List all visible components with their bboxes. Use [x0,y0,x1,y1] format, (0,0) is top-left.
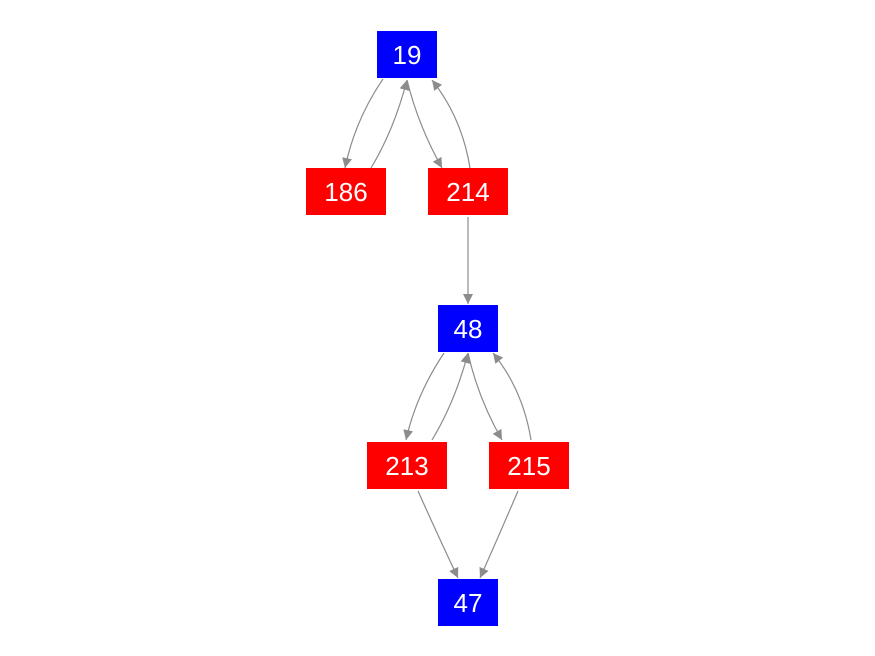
node-48-label: 48 [454,314,483,344]
edge-214-to-19 [431,79,471,169]
node-215-box [489,442,569,489]
node-47-box [438,579,498,626]
node-186-box [306,168,386,215]
node-19-box [377,31,437,78]
node-48: 48 [438,305,498,352]
edge-213-to-47 [417,490,459,579]
node-214-label: 214 [446,177,489,207]
node-213: 213 [367,442,447,489]
node-47-label: 47 [454,588,483,618]
edge-215-to-47 [479,490,519,579]
edge-215-to-48 [492,352,532,441]
node-186: 186 [306,168,386,215]
node-214: 214 [428,168,508,215]
node-19-label: 19 [393,40,422,70]
node-48-box [438,305,498,352]
edge-19-to-214 [406,79,443,169]
edge-186-to-19 [370,79,410,169]
edge-48-to-215 [467,352,503,441]
node-215: 215 [489,442,569,489]
node-186-label: 186 [324,177,367,207]
edge-48-to-213 [403,352,445,441]
node-19: 19 [377,31,437,78]
node-213-label: 213 [385,451,428,481]
edge-19-to-186 [342,78,384,169]
node-215-label: 215 [507,451,550,481]
node-213-box [367,442,447,489]
node-47: 47 [438,579,498,626]
nodes: 19 186 214 48 213 215 47 [306,31,569,626]
edges [342,78,532,579]
node-214-box [428,168,508,215]
edge-213-to-48 [431,352,471,441]
